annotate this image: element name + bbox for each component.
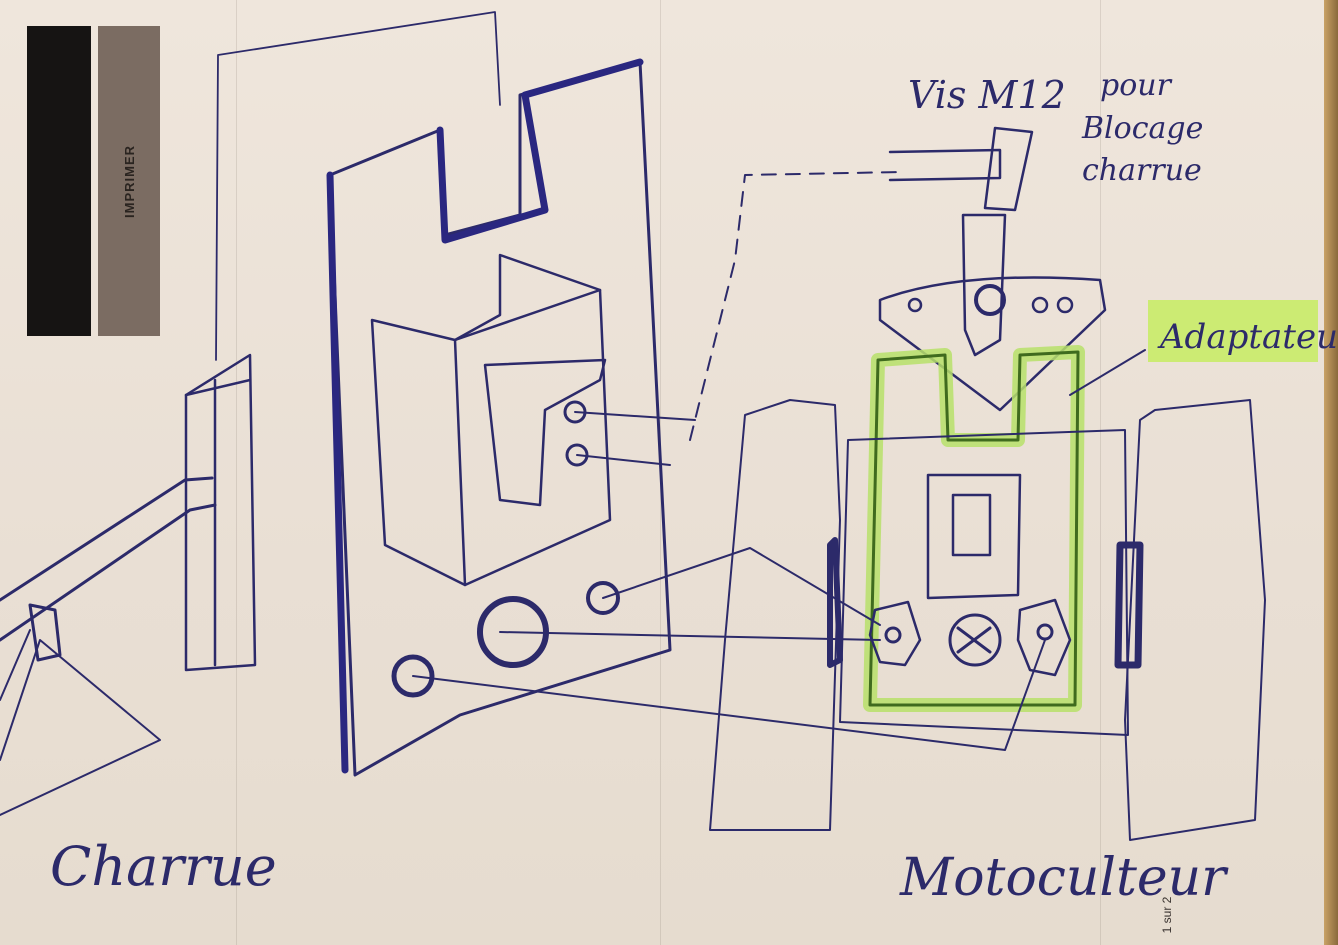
table-edge <box>1324 0 1338 945</box>
tiller-body <box>839 429 1129 736</box>
screw-m12 <box>888 126 1034 357</box>
connection-lines <box>412 349 1146 751</box>
label-screw-purpose-2: Blocage <box>1081 111 1203 146</box>
plough-post <box>184 353 257 672</box>
print-strip-black <box>27 26 91 336</box>
plough-back-plate <box>215 11 501 361</box>
hitch-plate <box>326 58 672 777</box>
print-strip-grey <box>98 26 160 336</box>
label-screw-purpose-1: pour <box>1100 68 1173 103</box>
adapter-frame <box>863 345 1085 712</box>
tiller-wheels <box>709 399 1266 841</box>
guide-line <box>574 411 696 466</box>
adapter-top <box>878 276 1107 412</box>
page-number: 1 sur 2 <box>1160 896 1174 934</box>
fold-line <box>236 0 237 945</box>
fold-line <box>1100 0 1101 945</box>
label-plough: Charrue <box>50 835 277 898</box>
plough-beam <box>0 476 217 816</box>
adapter-highlight <box>1148 300 1318 362</box>
hitch-bracket <box>370 253 612 587</box>
guide-line <box>689 171 901 441</box>
label-tiller: Motoculteur <box>899 848 1229 908</box>
label-adapter: Adaptateur <box>1157 317 1338 357</box>
label-screw: Vis M12 <box>908 73 1066 117</box>
label-screw-purpose-3: charrue <box>1082 153 1202 188</box>
